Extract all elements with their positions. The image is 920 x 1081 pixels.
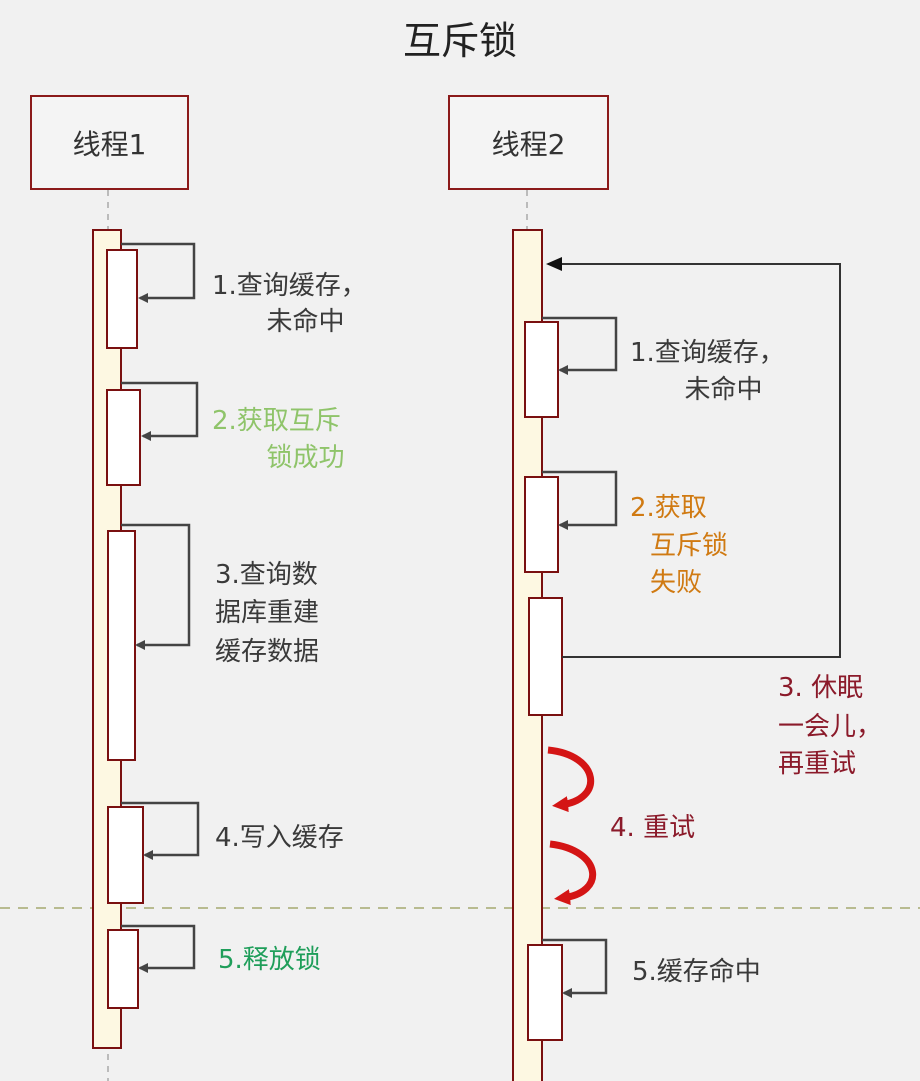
thread1-activation <box>106 389 141 486</box>
t1-step1-line2: 未命中 <box>250 307 345 337</box>
retry-curve-arrow <box>549 840 596 906</box>
t2-step2-line2: 互斥锁 <box>650 531 729 561</box>
thread2-activation <box>528 597 563 716</box>
retry-curve-arrow <box>547 746 594 813</box>
t2-step2-line3: 失败 <box>650 568 703 598</box>
t2-step5: 5.缓存命中 <box>632 957 761 987</box>
self-arrow <box>542 938 608 998</box>
diagram-title: 互斥锁 <box>402 19 517 63</box>
thread1-activation <box>107 806 144 904</box>
self-arrow <box>121 523 191 650</box>
self-arrow <box>121 242 196 303</box>
self-arrow <box>542 316 618 375</box>
self-arrow <box>121 801 200 860</box>
thread1-activation <box>107 530 136 761</box>
t2-step3-line3: 再重试 <box>778 749 857 779</box>
self-arrow <box>121 381 199 441</box>
t2-step2-line1: 2.获取 <box>630 493 707 523</box>
t1-step2-line2: 锁成功 <box>250 443 345 473</box>
t1-step3-line2: 据库重建 <box>215 598 320 628</box>
t2-step1-line2: 未命中 <box>668 375 763 405</box>
t1-step1-line1: 1.查询缓存， <box>212 271 367 301</box>
thread1-header: 线程1 <box>30 95 189 190</box>
self-arrow <box>121 924 196 973</box>
thread1-activation <box>106 249 138 349</box>
t1-step3-line1: 3.查询数 <box>215 560 318 590</box>
t1-step4: 4.写入缓存 <box>215 823 344 853</box>
t2-step3-line2: 一会儿， <box>778 712 883 742</box>
t1-step3-line3: 缓存数据 <box>215 637 320 667</box>
thread2-header: 线程2 <box>448 95 609 190</box>
retry-loop-arrow <box>546 257 841 658</box>
thread1-activation <box>107 929 139 1009</box>
t2-step4: 4. 重试 <box>610 813 696 843</box>
thread2-activation <box>527 944 563 1041</box>
thread2-activation <box>524 321 559 418</box>
self-arrow <box>542 470 618 530</box>
t2-step3-line1: 3. 休眠 <box>778 673 864 703</box>
t2-step1-line1: 1.查询缓存， <box>630 338 785 368</box>
t1-step2-line1: 2.获取互斥 <box>212 406 341 436</box>
t1-step5: 5.释放锁 <box>218 945 321 975</box>
thread2-activation <box>524 476 559 573</box>
